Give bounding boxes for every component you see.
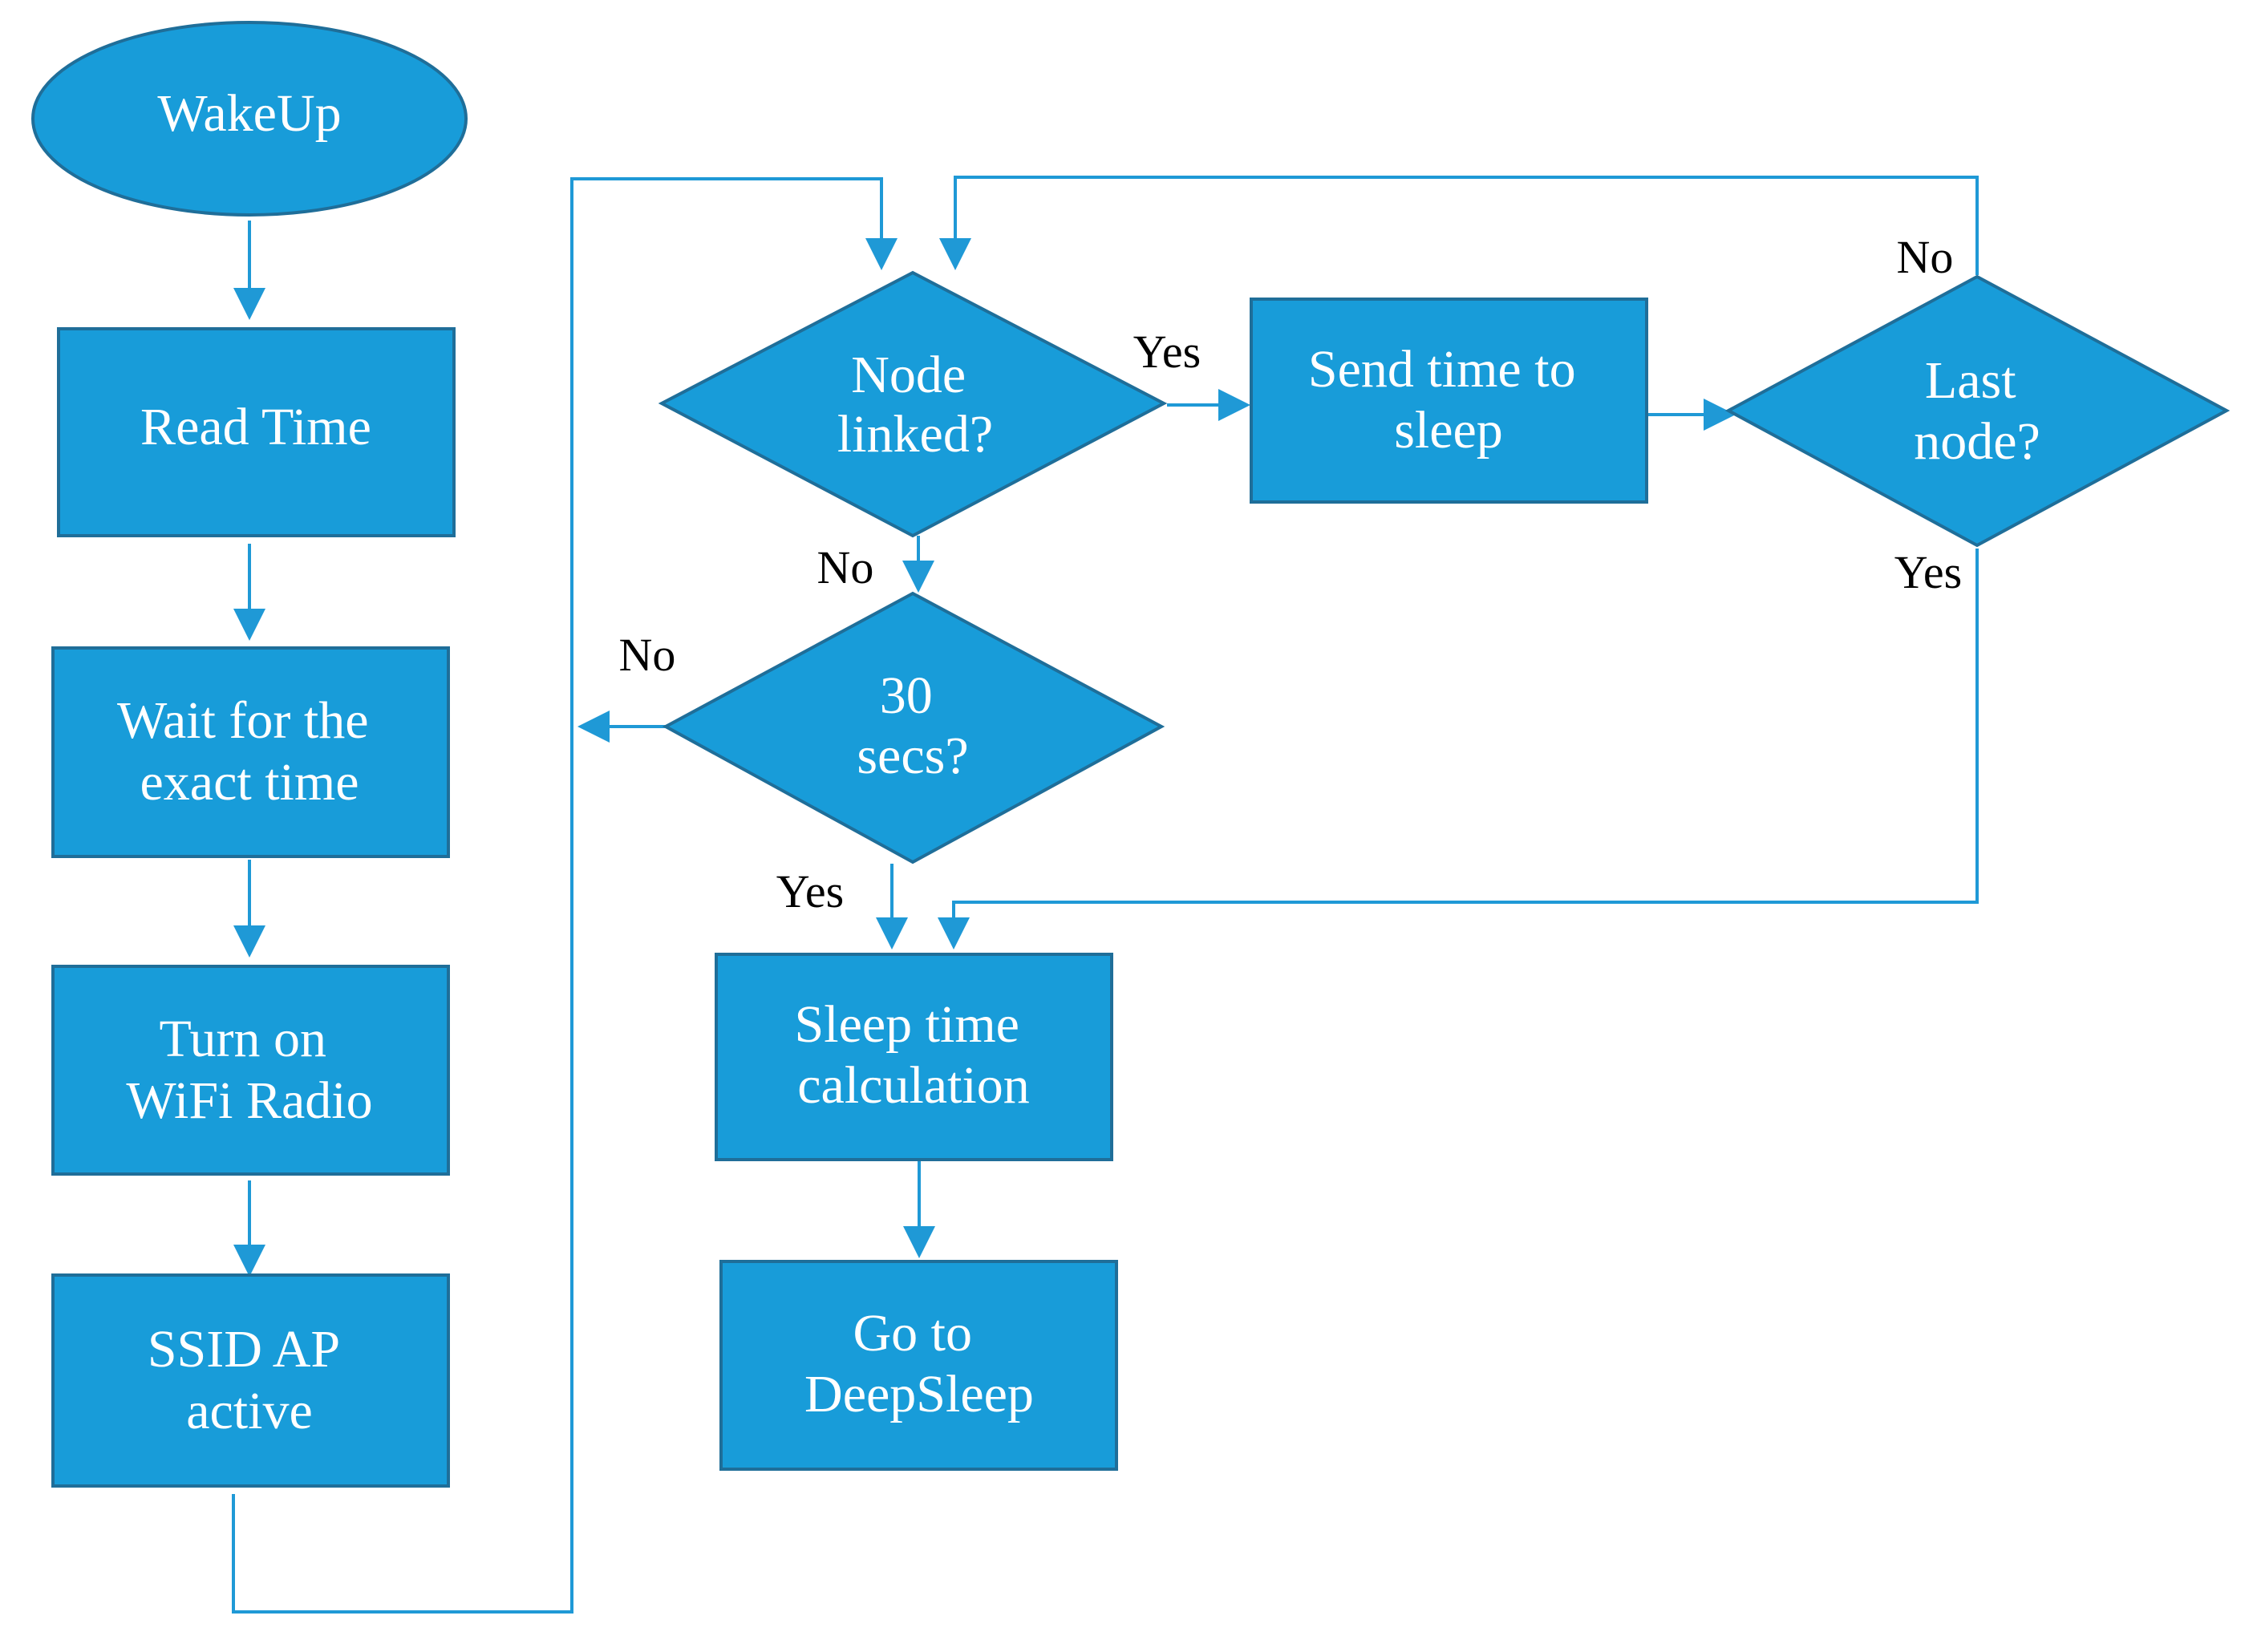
thirty-secs-diamond [662,591,1165,864]
sleep-calc-label-line-1: Sleep time [795,995,1019,1054]
sleep-calc-node: Sleep time calculation [715,953,1113,1161]
thirty-secs-label-line-2: secs? [857,727,968,785]
ssid-node: SSID AP active [51,1273,450,1488]
svg-text:Sleep time calculation: Sleep time calculation [795,995,1033,1115]
read-time-node: Read Time [57,327,456,537]
wakeup-ellipse [31,21,468,217]
sleep-calc-box [715,953,1113,1161]
deepsleep-label-line-2: DeepSleep [804,1365,1034,1423]
arrow-ssid-to-node-linked [232,177,898,1614]
svg-text:Read Time: Read Time [140,398,371,456]
connectors [232,176,1979,1614]
thirty-secs-yes-label: Yes [776,865,844,917]
svg-text:30 secs?: 30 secs? [857,666,968,785]
sleep-calc-label-line-2: calculation [797,1056,1030,1115]
svg-text:Node linked?: Node linked? [837,346,993,464]
node-linked-diamond [658,270,1168,538]
last-node-decision: Last node? [1724,274,2231,548]
deepsleep-label-line-1: Go to [853,1304,973,1362]
last-node-label-line-1: Last [1925,351,2016,410]
svg-text:SSID AP active: SSID AP active [148,1320,351,1440]
send-time-node: Send time to sleep [1250,298,1648,504]
last-node-label-line-2: node? [1914,412,2040,471]
read-time-label: Read Time [140,398,371,456]
arrow-last-node-no-loop [939,176,1979,275]
last-node-diamond [1724,274,2231,548]
send-time-label-line-2: sleep [1394,401,1503,460]
node-linked-label-line-1: Node [851,346,966,404]
thirty-secs-label-line-1: 30 [880,666,933,725]
ssid-label-line-2: active [186,1382,313,1440]
wifi-node: Turn on WiFi Radio [51,965,450,1176]
wait-box [51,646,450,858]
wait-label-line-1: Wait for the [117,691,369,750]
node-linked-yes-label: Yes [1133,326,1201,378]
svg-text:Send time to sleep: Send time to sleep [1308,340,1589,460]
arrow-last-node-yes [938,549,1979,949]
read-time-box [57,327,456,537]
last-node-yes-label: Yes [1894,546,1962,598]
svg-text:Wait for the exact time: Wait for the exact time [117,691,382,812]
last-node-no-label: No [1897,231,1954,283]
ssid-box [51,1273,450,1488]
wifi-label-line-2: WiFi Radio [126,1071,372,1130]
wakeup-node: WakeUp [31,21,468,217]
node-linked-no-label: No [817,541,874,593]
send-time-box [1250,298,1648,504]
node-linked-decision: Node linked? [658,270,1168,538]
svg-text:Go to DeepSleep: Go to DeepSleep [804,1304,1034,1423]
wakeup-label: WakeUp [157,84,341,143]
deepsleep-box [719,1260,1118,1471]
svg-text:Turn on WiFi Radio: Turn on WiFi Radio [126,1010,372,1130]
wifi-box [51,965,450,1176]
wait-node: Wait for the exact time [51,646,450,858]
deepsleep-node: Go to DeepSleep [719,1260,1118,1471]
ssid-label-line-1: SSID AP [148,1320,339,1379]
thirty-secs-no-label: No [619,629,676,681]
send-time-label-line-1: Send time to [1308,340,1576,399]
wifi-label-line-1: Turn on [160,1010,326,1068]
wait-label-line-2: exact time [140,753,359,812]
svg-text:Last node?: Last node? [1914,351,2040,471]
thirty-secs-decision: 30 secs? [662,591,1165,864]
node-linked-label-line-2: linked? [837,405,993,464]
svg-text:WakeUp: WakeUp [157,84,341,143]
